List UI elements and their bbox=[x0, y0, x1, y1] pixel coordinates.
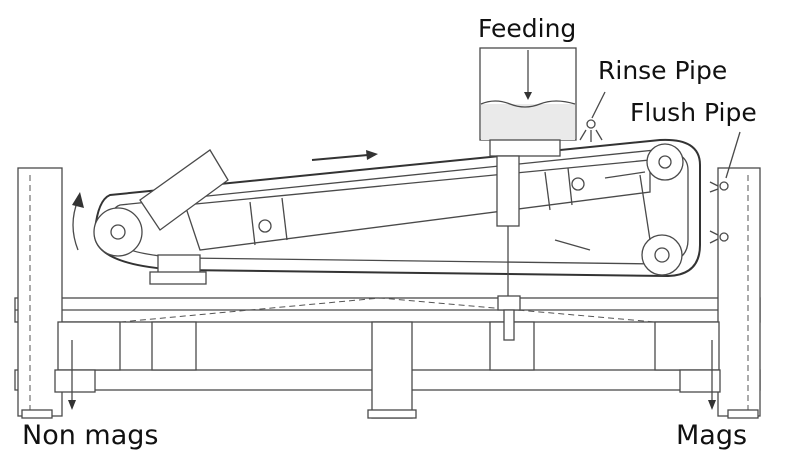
feeding-hopper bbox=[479, 47, 577, 341]
label-mags: Mags bbox=[676, 420, 748, 451]
label-rinse-pipe: Rinse Pipe bbox=[598, 56, 728, 85]
belt-direction-arrow bbox=[311, 150, 378, 161]
head-drums bbox=[554, 143, 684, 276]
rinse-pipe bbox=[579, 91, 606, 142]
label-non-mags: Non mags bbox=[22, 420, 159, 451]
output-arrows bbox=[68, 340, 716, 410]
label-flush-pipe: Flush Pipe bbox=[630, 98, 757, 127]
base-frame bbox=[14, 167, 761, 419]
drive-drum bbox=[72, 149, 229, 285]
flush-pipe bbox=[709, 131, 741, 244]
label-feeding: Feeding bbox=[478, 14, 577, 43]
